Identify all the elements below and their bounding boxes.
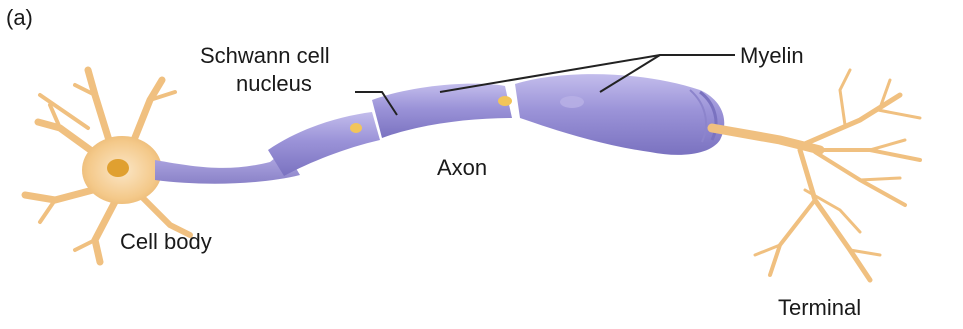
schwann-cell-label: Schwann cell bbox=[200, 44, 330, 68]
terminal-label: Terminal bbox=[778, 296, 861, 320]
schwann-nucleus-label: nucleus bbox=[236, 72, 312, 96]
axon-terminal bbox=[712, 70, 920, 280]
cell-nucleus bbox=[107, 159, 129, 177]
myelin-label: Myelin bbox=[740, 44, 804, 68]
myelin-segment-3 bbox=[515, 74, 724, 155]
cell-body-label: Cell body bbox=[120, 230, 212, 254]
axon-label: Axon bbox=[437, 156, 487, 180]
panel-label: (a) bbox=[6, 6, 33, 30]
myelin-segment-1 bbox=[268, 112, 380, 176]
schwann-cell-nucleus-1 bbox=[350, 123, 362, 133]
schwann-cell-nucleus-2 bbox=[498, 96, 512, 106]
cell-body bbox=[82, 136, 162, 204]
